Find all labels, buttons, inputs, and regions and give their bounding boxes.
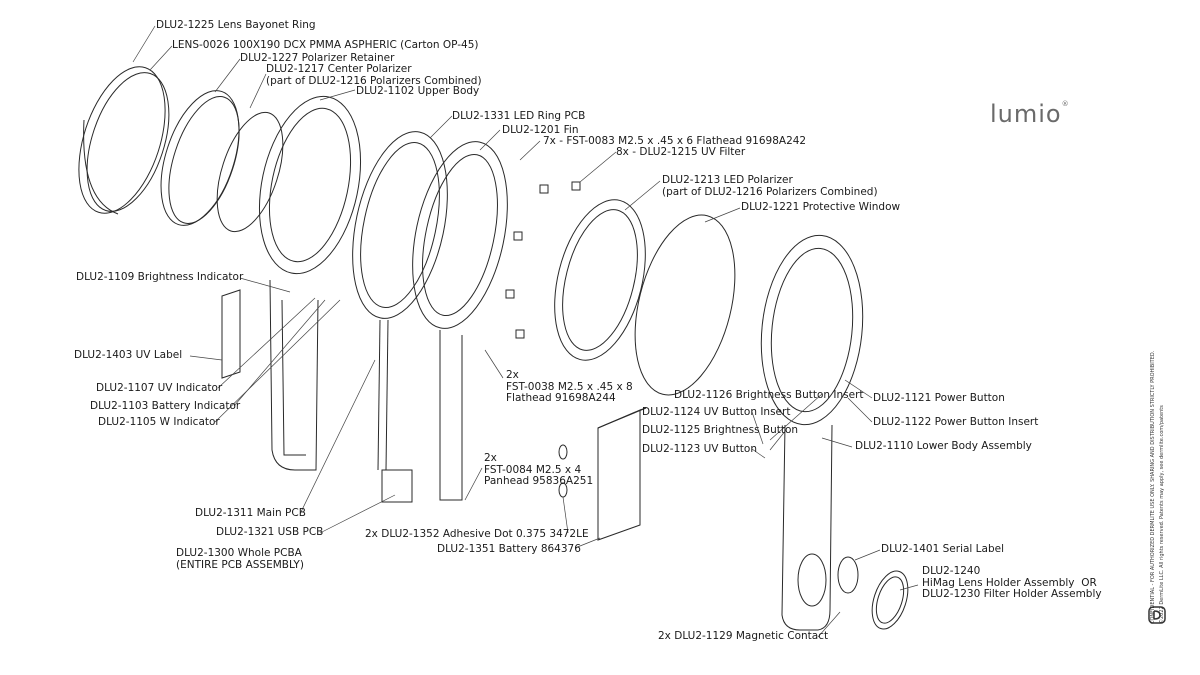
label-1124-uv-button-insert: DLU2-1124 UV Button Insert <box>642 406 791 418</box>
label-1240-lens-holder-assembly: DLU2-1240 HiMag Lens Holder Assembly OR … <box>922 565 1102 600</box>
label-1213-led-polarizer: DLU2-1213 LED Polarizer (part of DLU2-12… <box>662 174 878 198</box>
label-1125-brightness-button: DLU2-1125 Brightness Button <box>642 424 799 436</box>
label-1110-lower-body-assembly: DLU2-1110 Lower Body Assembly <box>855 440 1032 452</box>
label-1403-uv-label: DLU2-1403 UV Label <box>74 349 183 361</box>
upper-body <box>258 95 362 471</box>
battery <box>597 407 647 541</box>
label-1352-adhesive-dot: 2x DLU2-1352 Adhesive Dot 0.375 3472LE <box>365 528 589 540</box>
label-1221-protective-window: DLU2-1221 Protective Window <box>741 201 901 213</box>
serial-label <box>837 556 859 594</box>
polarizer-retainer <box>216 111 284 233</box>
label-0083-flathead-screws: 7x - FST-0083 M2.5 x .45 x 6 Flathead 91… <box>543 135 807 147</box>
label-1321-usb-pcb: DLU2-1321 USB PCB <box>216 526 324 538</box>
lens-bayonet-ring <box>78 66 170 215</box>
label-1401-serial-label: DLU2-1401 Serial Label <box>881 543 1005 555</box>
led-polarizer <box>554 199 646 361</box>
leader-lines <box>132 25 919 638</box>
dermlite-logo-icon <box>1148 606 1166 624</box>
confidential-line-1: CONFIDENTIAL - FOR AUTHORIZED DERMLITE U… <box>1150 350 1156 624</box>
protective-window <box>634 214 736 396</box>
lumio-logo: lumio® <box>990 100 1070 128</box>
label-1215-uv-filter: 8x - DLU2-1215 UV Filter <box>616 146 746 158</box>
label-1109-brightness-indicator: DLU2-1109 Brightness Indicator <box>76 271 244 283</box>
lens <box>160 90 240 226</box>
label-1201-fin: DLU2-1201 Fin <box>502 124 579 136</box>
label-1123-uv-button: DLU2-1123 UV Button <box>642 443 758 455</box>
adhesive-dot <box>558 444 568 460</box>
registered-mark: ® <box>1061 100 1070 108</box>
label-0038-flathead-screws: 2x FST-0038 M2.5 x .45 x 8 Flathead 9169… <box>506 369 633 404</box>
label-1102-upper-body: DLU2-1102 Upper Body <box>356 85 480 97</box>
confidential-line-2: ©2022 DermLite LLC. All rights reserved.… <box>1159 405 1165 624</box>
lower-body <box>760 234 864 631</box>
lens-holder-assembly <box>871 570 909 630</box>
label-1105-w-indicator: DLU2-1105 W Indicator <box>98 416 220 428</box>
fin <box>412 141 508 501</box>
label-1107-uv-indicator: DLU2-1107 UV Indicator <box>96 382 223 394</box>
uv-label-part <box>221 289 241 379</box>
label-1331-led-ring-pcb: DLU2-1331 LED Ring PCB <box>452 110 586 122</box>
label-1300-whole-pcba: DLU2-1300 Whole PCBA (ENTIRE PCB ASSEMBL… <box>176 547 304 571</box>
uv-filters <box>505 181 581 339</box>
label-1129-magnetic-contact: 2x DLU2-1129 Magnetic Contact <box>658 630 829 642</box>
label-1227-polarizer-retainer: DLU2-1227 Polarizer Retainer <box>240 52 395 64</box>
label-0084-panhead-screws: 2x FST-0084 M2.5 x 4 Panhead 95836A251 <box>484 452 594 487</box>
led-ring-pcb <box>352 131 448 503</box>
label-1121-power-button: DLU2-1121 Power Button <box>873 392 1005 404</box>
label-1225-lens-bayonet-ring: DLU2-1225 Lens Bayonet Ring <box>156 19 316 31</box>
label-1122-power-button-insert: DLU2-1122 Power Button Insert <box>873 416 1039 428</box>
label-1217-center-polarizer: DLU2-1217 Center Polarizer (part of DLU2… <box>266 63 482 87</box>
confidentiality-notice: CONFIDENTIAL - FOR AUTHORIZED DERMLITE U… <box>1150 334 1165 624</box>
logo-text: lumio <box>990 100 1062 128</box>
label-0026-lens: LENS-0026 100X190 DCX PMMA ASPHERIC (Car… <box>172 39 479 51</box>
label-1126-brightness-button-insert: DLU2-1126 Brightness Button Insert <box>674 389 864 401</box>
label-1103-battery-indicator: DLU2-1103 Battery Indicator <box>90 400 241 412</box>
label-1311-main-pcb: DLU2-1311 Main PCB <box>195 507 306 519</box>
label-1351-battery: DLU2-1351 Battery 864376 <box>437 543 581 555</box>
